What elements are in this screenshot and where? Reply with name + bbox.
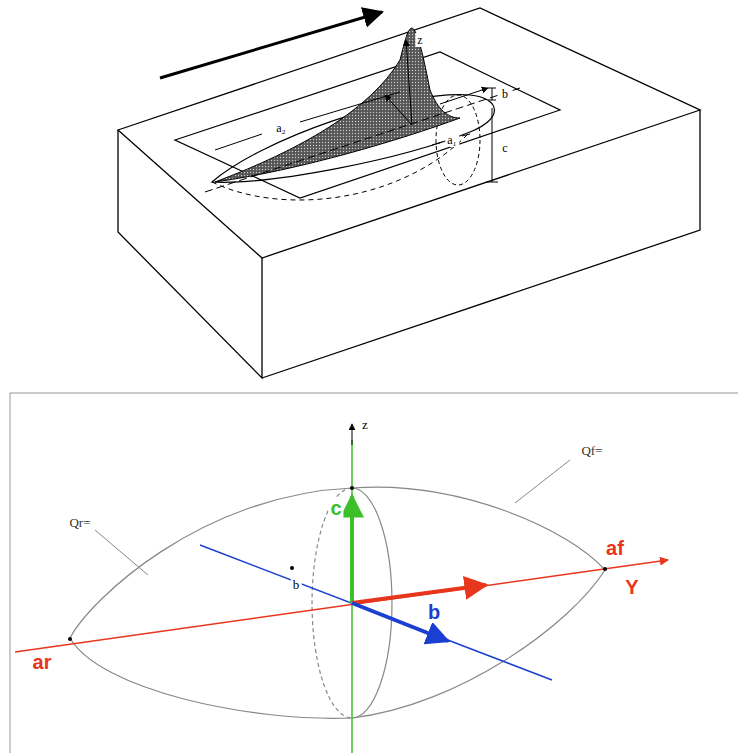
dim-a2 — [215, 92, 400, 150]
qf-leader — [515, 460, 570, 503]
dimension-label: a₂ — [274, 121, 288, 135]
x-axis — [200, 545, 552, 680]
dimension-label: a₁ — [445, 133, 459, 147]
af-vector — [352, 585, 486, 603]
section-back — [312, 488, 352, 718]
axis-label: Y — [623, 576, 640, 598]
flux-label: Qf= — [579, 443, 604, 458]
axis-label: b — [291, 577, 302, 592]
frame — [10, 393, 738, 753]
transverse-axis — [385, 95, 412, 125]
rear-ellipsoid — [70, 488, 352, 718]
z-axis — [406, 40, 412, 125]
axis-label: b — [426, 601, 442, 623]
ar-point — [68, 637, 72, 641]
c-point — [350, 486, 354, 490]
z-axis-head — [352, 424, 353, 445]
axis-label: af — [604, 537, 626, 559]
travel-arrow — [160, 12, 382, 78]
dim-b — [488, 88, 496, 100]
axis-label: z — [360, 417, 370, 432]
front-ellipsoid — [352, 487, 605, 718]
flux-distribution — [215, 28, 460, 182]
axis-label: c — [328, 497, 343, 519]
dimension-label: b — [500, 87, 510, 101]
y-axis — [15, 560, 668, 652]
flux-label: Qr= — [67, 515, 92, 530]
dimension-label: c — [500, 141, 509, 155]
axis-label: z — [415, 33, 424, 47]
workpiece-block — [118, 8, 700, 378]
af-point — [603, 567, 607, 571]
centre-axis — [205, 88, 520, 192]
dim-c — [486, 108, 498, 182]
axis-arrow — [440, 88, 488, 104]
c-vector — [350, 496, 354, 603]
qr-leader — [95, 530, 148, 575]
axis-label: ar — [31, 651, 54, 673]
b-point — [290, 566, 294, 570]
